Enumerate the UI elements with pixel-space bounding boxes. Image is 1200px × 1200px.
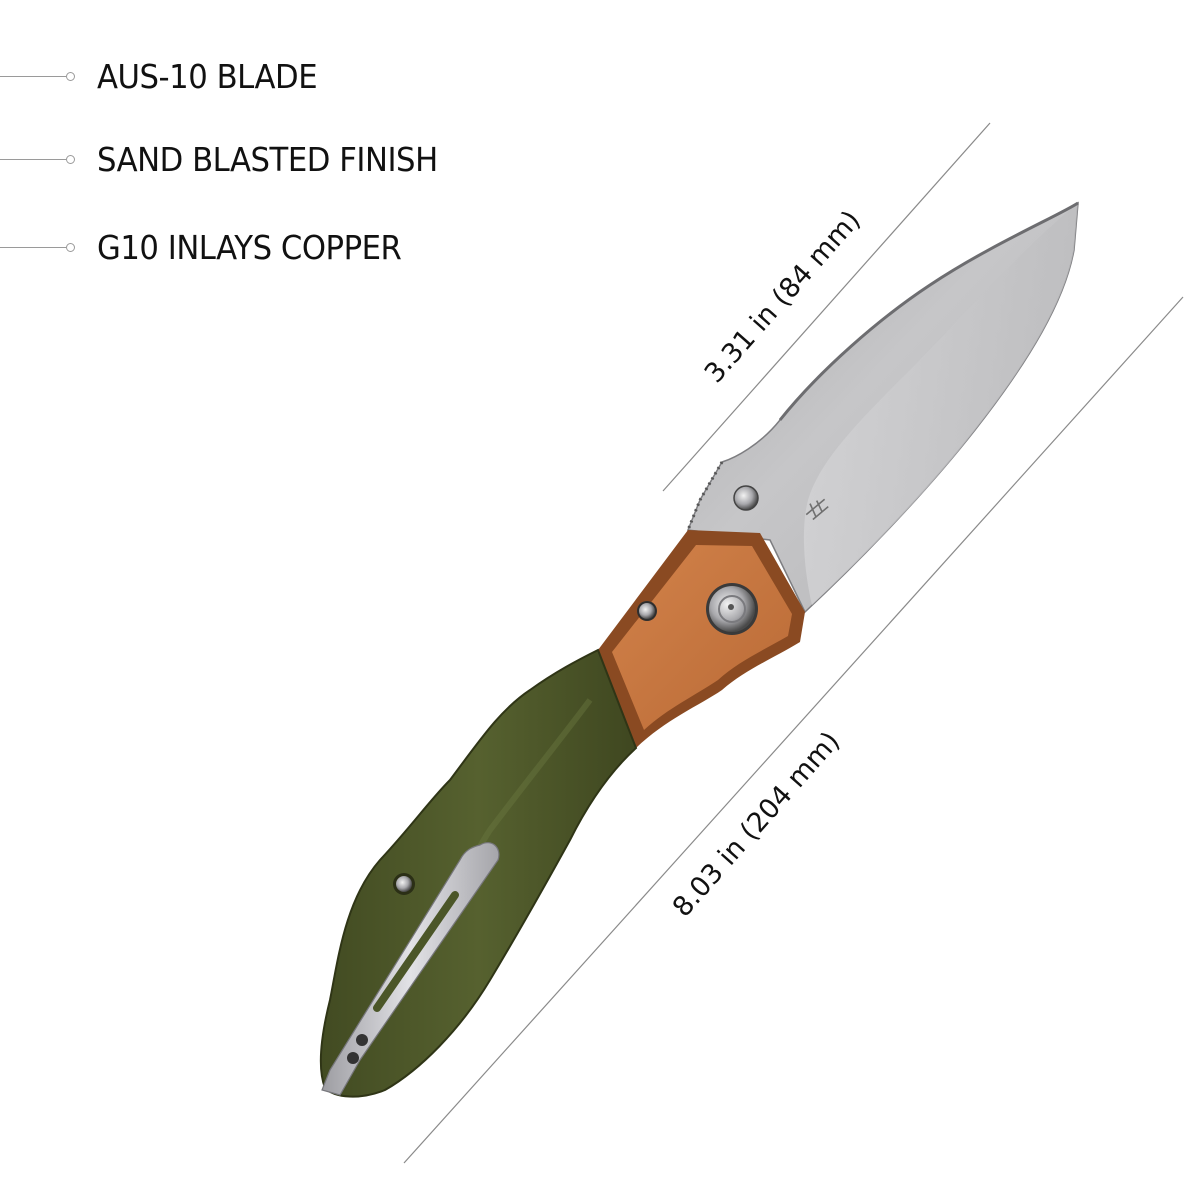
feature-callout-finish: SAND BLASTED FINISH xyxy=(0,139,463,179)
clip-screw-icon xyxy=(356,1034,368,1046)
callout-connector-line xyxy=(0,158,66,160)
hollow-circle-marker-icon xyxy=(66,242,75,252)
hollow-circle-marker-icon xyxy=(66,154,75,164)
bolster-screw-icon xyxy=(639,603,655,619)
feature-callout-blade-steel: AUS-10 BLADE xyxy=(0,56,334,96)
brand-logo-icon xyxy=(805,498,829,521)
feature-label: G10 INLAYS COPPER xyxy=(97,227,402,267)
clip-slot xyxy=(373,891,459,1012)
feature-callouts: AUS-10 BLADE SAND BLASTED FINISH G10 INL… xyxy=(0,0,600,300)
blade-length-dimension-line xyxy=(662,122,991,492)
clip-screw-icon xyxy=(347,1052,359,1064)
feature-callout-handle-material: G10 INLAYS COPPER xyxy=(0,227,424,267)
handle-screw-icon xyxy=(396,876,412,892)
pocket-clip xyxy=(321,842,500,1096)
feature-label: SAND BLASTED FINISH xyxy=(97,139,438,179)
copper-bolster xyxy=(598,530,805,748)
overall-length-dimension-line xyxy=(403,296,1184,1164)
callout-connector-line xyxy=(0,75,66,77)
blade xyxy=(686,201,1079,614)
thumb-stud-icon xyxy=(733,485,759,511)
hollow-circle-marker-icon xyxy=(66,71,75,81)
feature-label: AUS-10 BLADE xyxy=(97,56,318,96)
callout-connector-line xyxy=(0,246,66,248)
